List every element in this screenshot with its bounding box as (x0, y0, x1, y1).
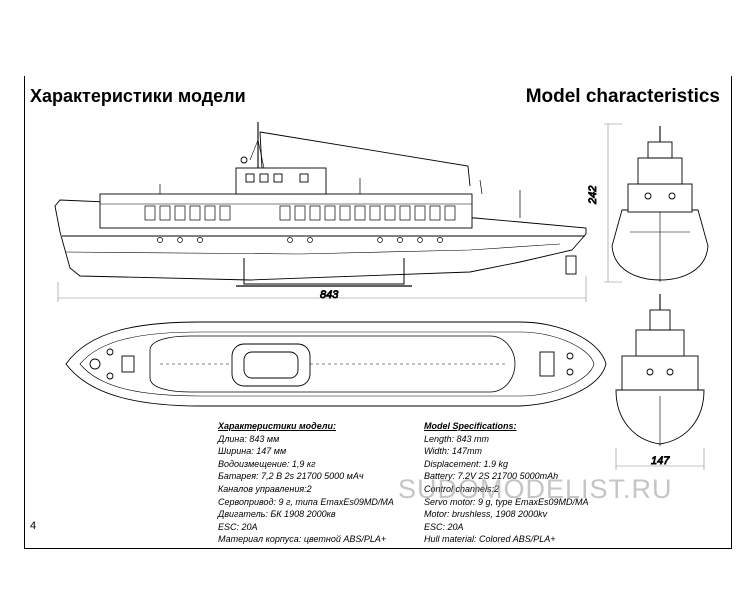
dim-width-label: 147 (651, 455, 670, 467)
specs-ru-heading: Характеристики модели: (218, 421, 336, 431)
dim-length-label: 843 (320, 289, 339, 301)
spec-ru-line: Каналов управления:2 (218, 483, 312, 494)
top-view (65, 321, 607, 407)
specs-en-heading: Model Specifications: (424, 421, 517, 431)
side-view: 843 (54, 122, 587, 302)
spec-ru-line: Длина: 843 мм (218, 433, 280, 444)
page-number: 4 (30, 520, 37, 532)
spec-en-line: Hull material: Colored ABS/PLA+ (424, 534, 556, 545)
spec-en-line: Width: 147mm (424, 446, 482, 457)
spec-en-line: Length: 843 mm (424, 433, 490, 444)
spec-en-line: Battery: 7.2V 2S 21700 5000mAh (424, 471, 559, 482)
spec-ru-line: ESC: 20A (218, 521, 258, 532)
spec-en-line: Servo motor: 9 g, type EmaxEs09MD/MA (424, 496, 589, 507)
dim-height-label: 242 (587, 186, 599, 205)
spec-en-line: Control channels:2 (424, 483, 500, 494)
spec-ru-line: Батарея: 7,2 В 2s 21700 5000 мАч (218, 471, 364, 482)
spec-en-line: Displacement: 1.9 kg (424, 458, 509, 469)
specs-en: Model Specifications: Length: 843 mm Wid… (424, 420, 589, 546)
front-view: 242 (587, 123, 709, 283)
specs-ru: Характеристики модели: Длина: 843 мм Шир… (218, 420, 394, 546)
title-ru: Характеристики модели (30, 86, 246, 106)
spec-ru-line: Сервопривод: 9 г, типа EmaxEs09MD/MA (218, 496, 394, 507)
spec-en-line: Motor: brushless, 1908 2000kv (424, 509, 548, 520)
watermark: SUDOMODELIST.RU (398, 474, 673, 504)
page-frame (24, 76, 732, 549)
spec-ru-line: Двигатель: БК 1908 2000кв (218, 509, 336, 520)
spec-ru-line: Материал корпуса: цветной ABS/PLA+ (218, 534, 387, 545)
spec-ru-line: Водоизмещение: 1,9 кг (218, 458, 316, 469)
rear-view: 147 (615, 294, 705, 470)
spec-ru-line: Ширина: 147 мм (218, 446, 287, 457)
spec-en-line: ESC: 20A (424, 521, 464, 532)
title-en: Model characteristics (525, 86, 720, 107)
